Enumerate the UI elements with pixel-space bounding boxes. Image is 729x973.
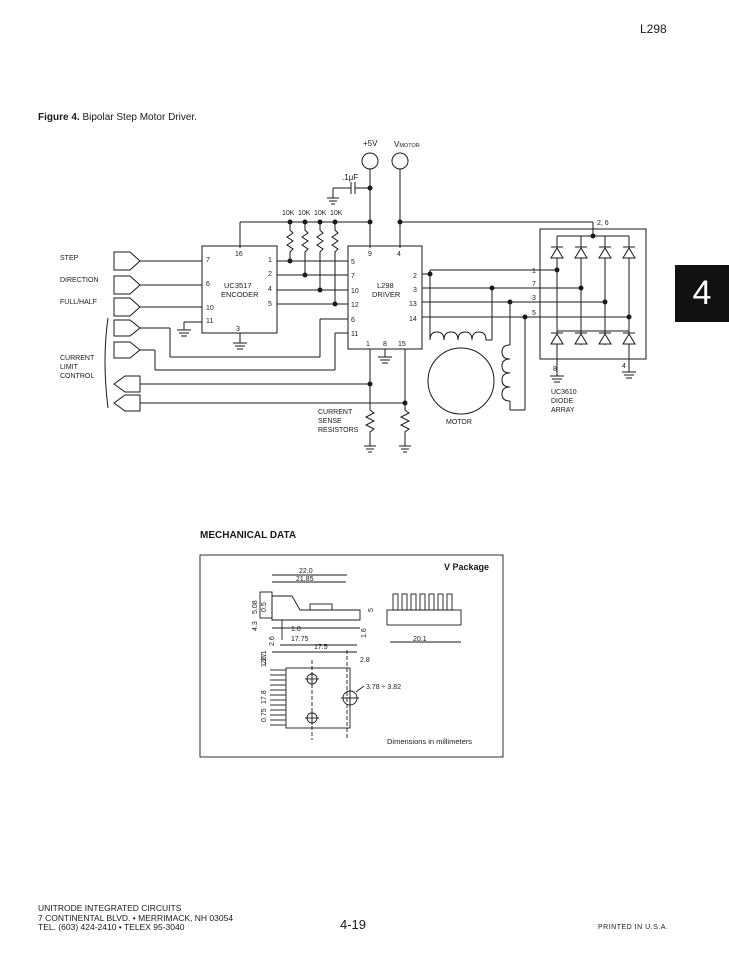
svg-text:11: 11 [206,318,213,325]
input-step-connector [113,251,141,271]
svg-text:1.6: 1.6 [361,628,368,638]
svg-text:2: 2 [413,273,417,280]
input-fullhalf-label: FULL/HALF [60,299,97,306]
svg-text:5: 5 [368,608,375,612]
part-number: L298 [640,22,667,36]
dims-note: Dimensions in millimeters [387,737,472,746]
svg-text:5: 5 [532,310,536,317]
cl-label-3: CONTROL [60,373,94,380]
svg-text:17.75: 17.75 [291,636,309,643]
figure-title: Bipolar Step Motor Driver. [82,112,197,123]
printed-in: PRINTED IN U.S.A. [598,924,669,931]
sense-label-3: RESISTORS [318,427,359,434]
svg-text:8: 8 [553,366,557,373]
svg-text:0.75: 0.75 [261,708,268,722]
svg-text:21.85: 21.85 [296,576,314,583]
res-label-2: 10K [298,210,311,217]
svg-text:11: 11 [351,331,358,338]
input-direction-connector [113,275,141,295]
input-direction-label: DIRECTION [60,277,99,284]
front-view-leads [270,669,286,726]
svg-text:7: 7 [351,273,355,280]
footer-street: 7 CONTINENTAL BLVD. • MERRIMACK, NH 0305… [38,912,234,923]
sense-label-2: SENSE [318,418,342,425]
svg-text:7: 7 [532,281,536,288]
end-view-pins [392,593,453,611]
supply-5v-label: +5V [363,139,378,148]
figure-label: Figure 4. [38,112,80,123]
svg-text:4: 4 [268,286,272,293]
svg-text:0.5: 0.5 [261,602,268,612]
svg-text:5: 5 [351,259,355,266]
encoder-function: ENCODER [221,290,259,299]
footer-contact: TEL. (603) 424-2410 • TELEX 95-3040 [38,922,185,932]
driver-function: DRIVER [372,290,401,299]
res-label-4: 10K [330,210,343,217]
footer-company: UNITRODE INTEGRATED CIRCUITS [38,903,182,913]
svg-text:6: 6 [206,281,210,288]
hole-dim: 3.78 ÷ 3.82 [366,684,401,691]
figure-caption: Figure 4. Bipolar Step Motor Driver. [38,112,197,123]
svg-text:9: 9 [368,251,372,258]
stepper-schematic: +5V VMOTOR .1μF 10K 10K 10K 10K 16 7 6 1… [60,139,647,453]
svg-text:7: 7 [206,257,210,264]
svg-text:16: 16 [235,251,243,258]
svg-text:1: 1 [366,341,370,348]
res-label-3: 10K [314,210,327,217]
svg-text:1: 1 [532,268,536,275]
svg-text:1: 1 [268,257,272,264]
svg-text:2: 2 [268,271,272,278]
svg-text:3: 3 [236,326,240,333]
diode-bridge [540,229,636,345]
svg-text:5: 5 [268,301,272,308]
svg-text:3: 3 [532,295,536,302]
motor-label: MOTOR [446,419,472,426]
svg-text:ARRAY: ARRAY [551,407,575,414]
svg-text:6: 6 [351,317,355,324]
mechanical-frame [199,554,504,758]
input-step-label: STEP [60,255,79,262]
svg-text:17.5: 17.5 [314,644,328,651]
encoder-name: UC3517 [224,281,252,290]
cl-label-2: LIMIT [60,364,79,371]
footer-address: UNITRODE INTEGRATED CIRCUITS 7 CONTINENT… [38,903,234,933]
svg-text:3: 3 [413,287,417,294]
svg-text:15: 15 [398,341,406,348]
svg-text:2.6: 2.6 [269,636,276,646]
svg-text:DIODE: DIODE [551,398,574,405]
pullup-resistors [286,222,339,260]
diode-array-name: UC3610 [551,389,577,396]
input-fullhalf-connector [113,297,141,317]
svg-text:5.08: 5.08 [252,600,259,614]
page-number: 4-19 [340,917,367,932]
supply-vmotor-label: VMOTOR [394,140,420,149]
svg-text:14: 14 [409,316,417,323]
svg-text:4.3: 4.3 [252,621,259,631]
svg-text:2.8: 2.8 [360,657,370,664]
svg-text:22.0: 22.0 [299,568,313,575]
svg-text:10: 10 [351,288,359,295]
svg-text:8: 8 [383,341,387,348]
svg-text:4: 4 [397,251,401,258]
sense-label-1: CURRENT [318,409,353,416]
svg-text:1.0: 1.0 [291,626,301,633]
driver-name: L298 [377,281,394,290]
svg-text:17.8: 17.8 [261,690,268,704]
svg-text:13: 13 [409,301,417,308]
res-label-1: 10K [282,210,295,217]
mechanical-title: MECHANICAL DATA [200,530,297,541]
svg-text:10: 10 [206,305,214,312]
section-tab: 4 [675,265,729,322]
svg-text:20.1: 20.1 [261,650,268,664]
motor [427,347,495,415]
svg-text:20.1: 20.1 [413,636,427,643]
svg-text:2, 6: 2, 6 [597,220,609,227]
package-name: V Package [444,562,489,572]
svg-text:4: 4 [622,363,626,370]
cap-label: .1μF [342,173,358,182]
svg-text:12: 12 [351,302,359,309]
cl-label-1: CURRENT [60,355,95,362]
svg-text:1.27: 1.27 [261,653,268,667]
